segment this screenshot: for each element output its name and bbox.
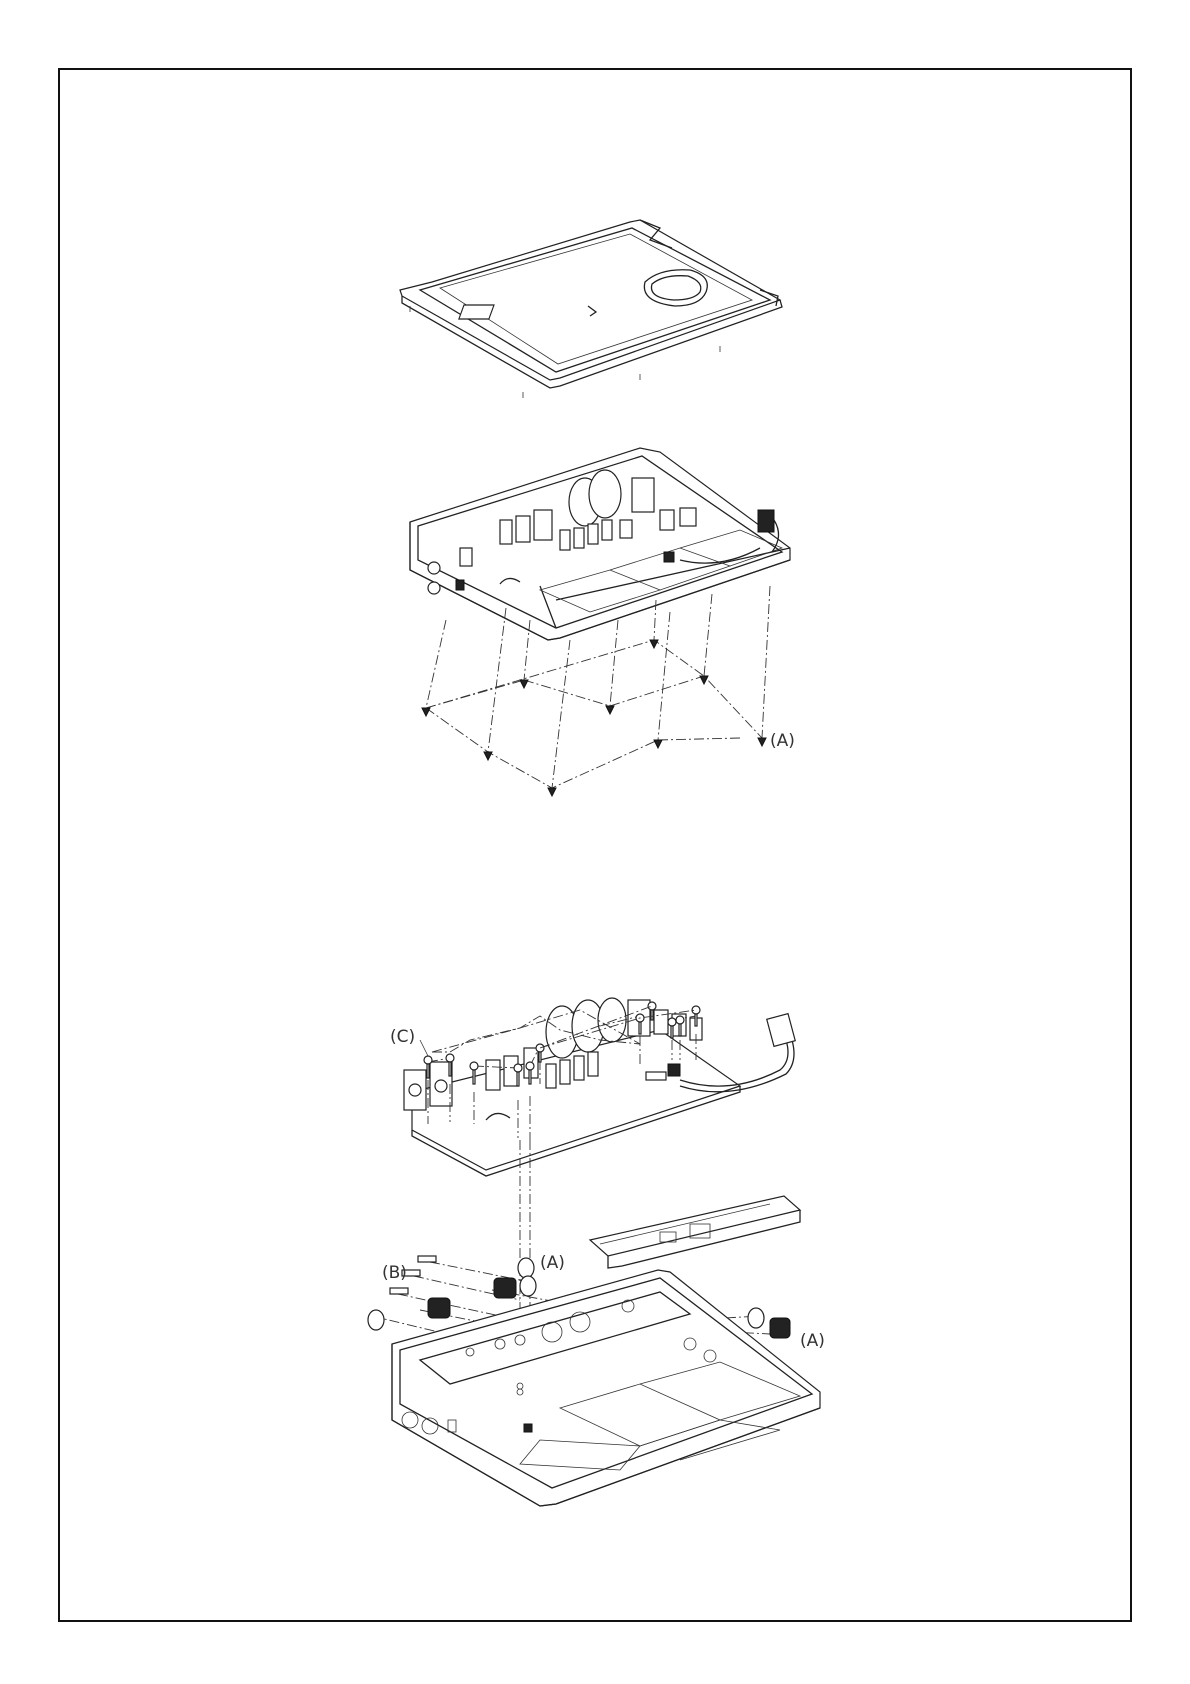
callout-c-leader xyxy=(420,1040,428,1056)
callout-c: (C) xyxy=(390,1027,415,1047)
screws-a-top xyxy=(422,640,766,796)
callout-a-right: (A) xyxy=(800,1331,825,1351)
shield-plate xyxy=(590,1196,800,1268)
assembled-chassis xyxy=(410,448,790,640)
bottom-chassis xyxy=(392,1270,820,1506)
top-cover xyxy=(400,220,782,398)
callout-b: (B) xyxy=(382,1263,407,1283)
pcb-board xyxy=(404,998,795,1176)
callout-a-mid: (A) xyxy=(540,1253,565,1273)
callout-a-top: (A) xyxy=(770,731,795,751)
